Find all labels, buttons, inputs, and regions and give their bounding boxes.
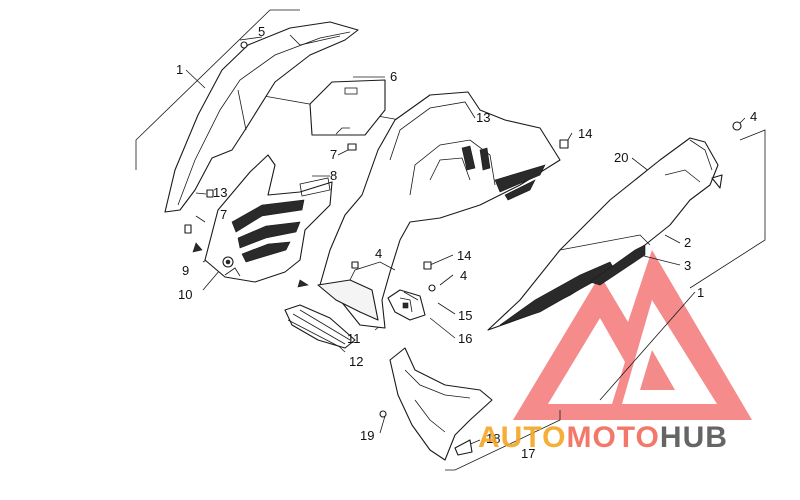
callout-7-top: 7: [330, 147, 337, 162]
callout-13-center: 13: [476, 110, 490, 125]
callout-6: 6: [390, 69, 397, 84]
leader-lines: [135, 9, 766, 471]
part-7-clip: [184, 143, 357, 234]
callout-15: 15: [458, 308, 472, 323]
callout-1-right: 1: [697, 285, 704, 300]
callout-11: 11: [347, 331, 361, 346]
callout-14-right: 14: [578, 126, 592, 141]
part-15-16-bracket: [387, 289, 426, 321]
callouts: 1 5 6 7 8 13 7 9 10 13 14 4 14 4 15 11 1…: [176, 24, 757, 461]
callout-8: 8: [330, 168, 337, 183]
part-13-fastener: [206, 189, 214, 198]
part-6-plate: [309, 79, 386, 136]
part-1-left-side-panel: [164, 21, 359, 213]
callout-12: 12: [349, 354, 363, 369]
watermark-triangle-core: [640, 350, 675, 390]
callout-4-right: 4: [750, 109, 757, 124]
watermark-text-moto: MOTO: [566, 421, 659, 454]
part-12-mesh-grille: [284, 279, 356, 349]
callout-5: 5: [258, 24, 265, 39]
callout-13-left: 13: [213, 185, 227, 200]
callout-4-mid: 4: [460, 268, 467, 283]
watermark-triangle-inner-left: [548, 318, 625, 404]
part-17-lower-cover: [379, 347, 493, 461]
callout-18: 18: [486, 431, 500, 446]
callout-14-center: 14: [457, 248, 471, 263]
part-10-front-panel: [204, 154, 333, 283]
svg-text:AUTOMOTOHUB: AUTOMOTOHUB: [478, 421, 728, 454]
callout-4-center: 4: [375, 246, 382, 261]
callout-2: 2: [684, 235, 691, 250]
callout-16: 16: [458, 331, 472, 346]
part-1-right-side-panel: [487, 137, 723, 331]
callout-7-left: 7: [220, 207, 227, 222]
callout-1-left: 1: [176, 62, 183, 77]
part-11-main-hood: [317, 91, 561, 329]
callout-20: 20: [614, 150, 628, 165]
part-4-fastener-center: [351, 139, 569, 292]
watermark-text-auto: AUTO: [478, 421, 566, 454]
part-5-screw: [240, 41, 248, 49]
callout-3: 3: [684, 258, 691, 273]
callout-9: 9: [182, 263, 189, 278]
callout-19: 19: [360, 428, 374, 443]
part-9-marker: [192, 242, 203, 253]
watermark-text-hub: HUB: [660, 421, 728, 454]
part-4-fastener-right: [732, 121, 742, 131]
callout-10: 10: [178, 287, 192, 302]
callout-17: 17: [521, 446, 535, 461]
watermark-logo: [513, 250, 752, 420]
watermark-wordmark: AUTOMOTOHUB: [478, 421, 728, 454]
